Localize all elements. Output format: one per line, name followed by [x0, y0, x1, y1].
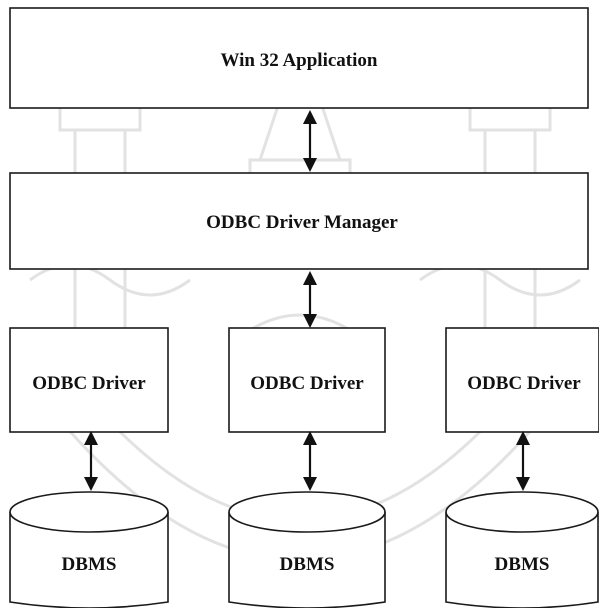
dbms-label-3: DBMS [495, 554, 550, 575]
odbc-driver-box-3 [445, 327, 599, 433]
odbc-driver-node-3: ODBC Driver [445, 327, 599, 433]
dbms-node-3: DBMS [445, 491, 599, 608]
connector-driver-dbms-3 [516, 431, 530, 491]
driver-manager-label: ODBC Driver Manager [206, 212, 398, 233]
dbms-node-1: DBMS [9, 491, 169, 608]
win32-application-node: Win 32 Application [9, 7, 589, 109]
odbc-driver-box-2 [228, 327, 386, 433]
connector-app-manager [303, 110, 317, 172]
win32-application-label: Win 32 Application [221, 50, 378, 71]
odbc-driver-label-1: ODBC Driver [32, 373, 146, 394]
connector-driver-dbms-1 [84, 431, 98, 491]
dbms-node-2: DBMS [228, 491, 386, 608]
odbc-driver-label-2: ODBC Driver [250, 373, 364, 394]
driver-manager-box [9, 172, 589, 270]
database-cylinder-top-3 [445, 491, 599, 533]
odbc-driver-label-3: ODBC Driver [467, 373, 581, 394]
driver-manager-node: ODBC Driver Manager [9, 172, 589, 270]
connector-driver-dbms-2 [303, 431, 317, 491]
odbc-driver-box-1 [9, 327, 169, 433]
database-cylinder-top-1 [9, 491, 169, 533]
odbc-driver-node-2: ODBC Driver [228, 327, 386, 433]
watermark-seal [29, 35, 581, 562]
win32-application-box [9, 7, 589, 109]
connector-manager-driver [303, 271, 317, 328]
dbms-label-1: DBMS [62, 554, 117, 575]
dbms-label-2: DBMS [280, 554, 335, 575]
database-cylinder-top-2 [228, 491, 386, 533]
odbc-driver-node-1: ODBC Driver [9, 327, 169, 433]
